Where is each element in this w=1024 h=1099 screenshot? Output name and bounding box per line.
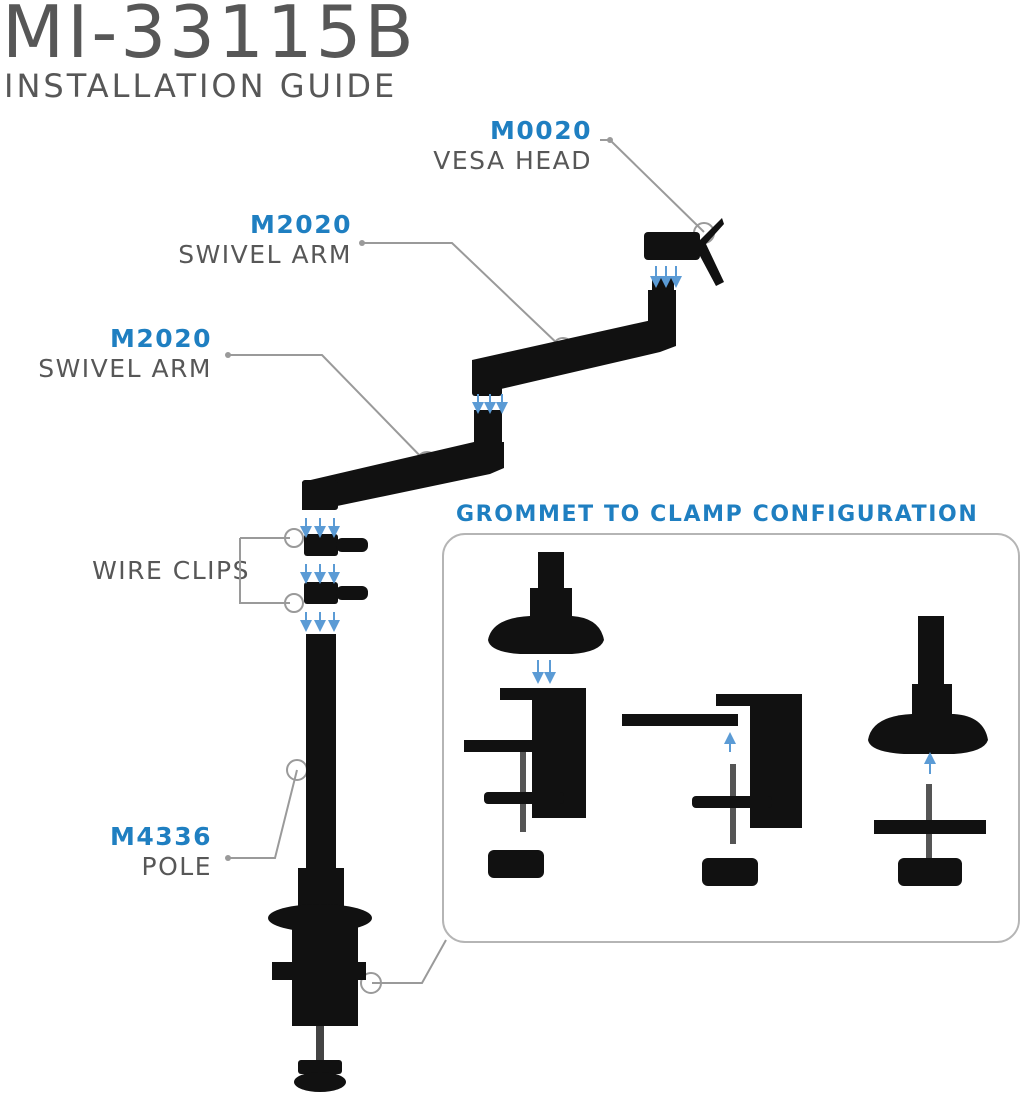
inset-arrows [532, 660, 936, 774]
callout-swivel-arm-upper: M2020 SWIVEL ARM [130, 210, 352, 270]
callout-swivel-arm-upper-code: M2020 [250, 210, 352, 239]
callout-wire-clips-name: WIRE CLIPS [92, 556, 250, 585]
pole-part [298, 634, 344, 912]
vesa-head-part [644, 218, 724, 294]
guide-subtitle: INSTALLATION GUIDE [4, 67, 398, 105]
callout-vesa-head: M0020 VESA HEAD [380, 116, 592, 176]
inset-step3-grommet-part [868, 616, 988, 886]
callout-swivel-arm-lower-name: SWIVEL ARM [38, 354, 212, 383]
callout-swivel-arm-lower: M2020 SWIVEL ARM [0, 324, 212, 384]
callout-swivel-arm-upper-name: SWIVEL ARM [178, 240, 352, 269]
callout-pole: M4336 POLE [60, 822, 212, 882]
model-title: MI-33115B [2, 0, 417, 74]
inset-step2-clamp-part [622, 694, 802, 886]
inset-title: GROMMET TO CLAMP CONFIGURATION [456, 502, 979, 527]
wire-clips-part [304, 534, 368, 604]
inset-frame [442, 533, 1020, 943]
leader-lines [228, 139, 705, 984]
base-clamp-part [268, 904, 372, 1092]
callout-vesa-head-name: VESA HEAD [433, 146, 592, 175]
callout-vesa-head-code: M0020 [490, 116, 592, 145]
callout-swivel-arm-lower-code: M2020 [110, 324, 212, 353]
inset-step1-clamp-part [464, 688, 586, 878]
inset-step1-grommet-part [488, 552, 604, 654]
lower-swivel-arm-part [302, 410, 504, 510]
callout-wire-clips: WIRE CLIPS [40, 556, 250, 586]
upper-swivel-arm-part [472, 290, 676, 396]
callout-pole-code: M4336 [110, 822, 212, 851]
assembly-arrows [300, 266, 682, 632]
callout-pole-name: POLE [141, 852, 212, 881]
